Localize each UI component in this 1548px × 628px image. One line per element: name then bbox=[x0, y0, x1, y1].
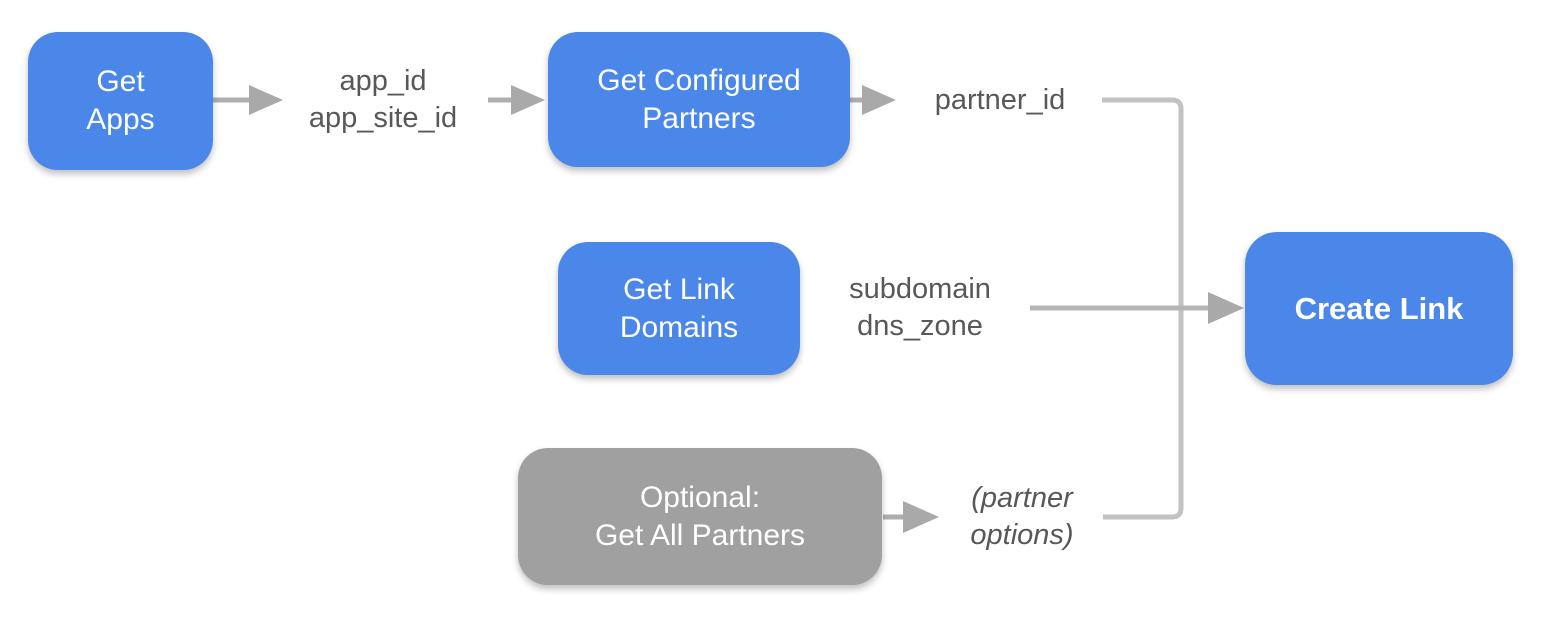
node-optional-get-all-partners: Optional: Get All Partners bbox=[518, 448, 882, 585]
label-app-ids: app_id app_site_id bbox=[283, 62, 483, 138]
node-optional-label-line1: Optional: bbox=[639, 480, 761, 514]
arrowhead-icon bbox=[1208, 292, 1244, 324]
node-create-link: Create Link bbox=[1245, 232, 1513, 385]
node-create-link-label: Create Link bbox=[1294, 290, 1464, 326]
node-get-apps-label-line1: Get bbox=[96, 65, 145, 98]
label-app-id-line: app_id bbox=[339, 65, 427, 97]
node-get-link-domains-label-line2: Domains bbox=[619, 310, 739, 344]
label-dns-zone-line: dns_zone bbox=[857, 310, 983, 342]
label-partner-id-text: partner_id bbox=[934, 83, 1066, 116]
label-partner-options: (partner options) bbox=[922, 479, 1122, 555]
label-subdomain-line: subdomain bbox=[849, 273, 991, 305]
node-get-link-domains: Get Link Domains bbox=[558, 242, 800, 375]
arrowhead-icon bbox=[903, 501, 939, 533]
node-get-configured-partners-label-line1: Get Configured bbox=[597, 63, 801, 97]
arrowhead-icon bbox=[862, 85, 896, 115]
node-get-link-domains-label-line1: Get Link bbox=[623, 272, 735, 306]
label-app-site-id-line: app_site_id bbox=[308, 102, 458, 134]
label-subdomain-dns-zone: subdomain dns_zone bbox=[820, 270, 1020, 346]
arrowhead-icon bbox=[511, 85, 545, 115]
node-get-apps-label-line2: Apps bbox=[86, 103, 155, 136]
node-get-apps: Get Apps bbox=[28, 32, 213, 170]
node-get-configured-partners: Get Configured Partners bbox=[548, 32, 850, 167]
node-optional-label-line2: Get All Partners bbox=[594, 518, 806, 552]
node-get-configured-partners-label-line2: Partners bbox=[642, 101, 756, 135]
label-partner-id: partner_id bbox=[900, 81, 1100, 119]
label-partner-options-line1: (partner bbox=[971, 482, 1073, 514]
label-partner-options-line2: options) bbox=[970, 519, 1074, 551]
arrowhead-icon bbox=[249, 85, 283, 115]
